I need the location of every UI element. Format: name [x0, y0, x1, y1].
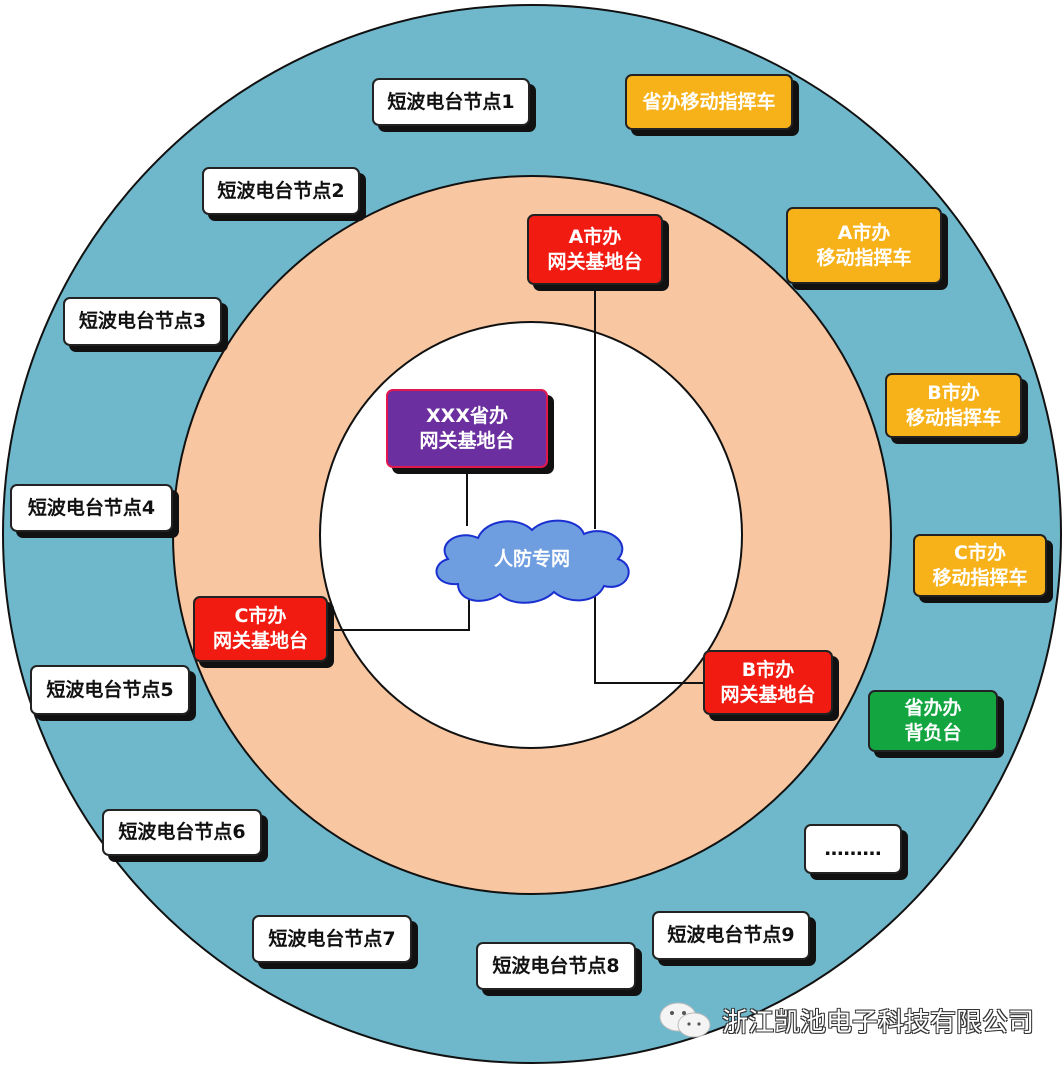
hf-node-6[interactable]: 短波电台节点6	[102, 809, 262, 856]
c-mobile-command-vehicle[interactable]: C市办 移动指挥车	[913, 534, 1047, 597]
cloud-label: 人防专网	[493, 548, 570, 570]
prov-mobile-command-vehicle[interactable]: 省办移动指挥车	[625, 74, 793, 130]
link-xxx-cloud	[466, 468, 468, 526]
hf-node-3[interactable]: 短波电台节点3	[63, 297, 222, 346]
network-cloud-icon	[435, 519, 630, 604]
hf-node-7[interactable]: 短波电台节点7	[252, 915, 412, 963]
watermark-text: 浙江凯池电子科技有限公司	[722, 1007, 1035, 1038]
hf-node-1[interactable]: 短波电台节点1	[372, 78, 530, 126]
watermark: 浙江凯池电子科技有限公司	[656, 1000, 1034, 1040]
xxx-prov-gateway-station[interactable]: XXX省办 网关基地台	[386, 389, 548, 468]
a-mobile-command-vehicle[interactable]: A市办 移动指挥车	[786, 207, 942, 284]
link-c-cloud-v	[468, 596, 470, 631]
prov-backpack-station[interactable]: 省办办 背负台	[868, 690, 998, 752]
more-nodes[interactable]: ………	[804, 824, 902, 874]
hf-node-5[interactable]: 短波电台节点5	[30, 665, 190, 715]
b-mobile-command-vehicle[interactable]: B市办 移动指挥车	[885, 373, 1022, 438]
hf-node-4[interactable]: 短波电台节点4	[10, 484, 173, 532]
link-a-cloud	[594, 285, 596, 529]
hf-node-8[interactable]: 短波电台节点8	[476, 942, 636, 990]
link-c-cloud-h	[328, 629, 470, 631]
a-gateway-station[interactable]: A市办 网关基地台	[527, 214, 663, 285]
b-gateway-station[interactable]: B市办 网关基地台	[703, 650, 833, 715]
link-b-cloud-h	[594, 682, 704, 684]
wechat-icon	[659, 1002, 711, 1038]
c-gateway-station[interactable]: C市办 网关基地台	[193, 596, 328, 662]
link-b-cloud-v	[594, 590, 596, 684]
hf-node-9[interactable]: 短波电台节点9	[652, 911, 810, 960]
hf-node-2[interactable]: 短波电台节点2	[202, 167, 360, 215]
